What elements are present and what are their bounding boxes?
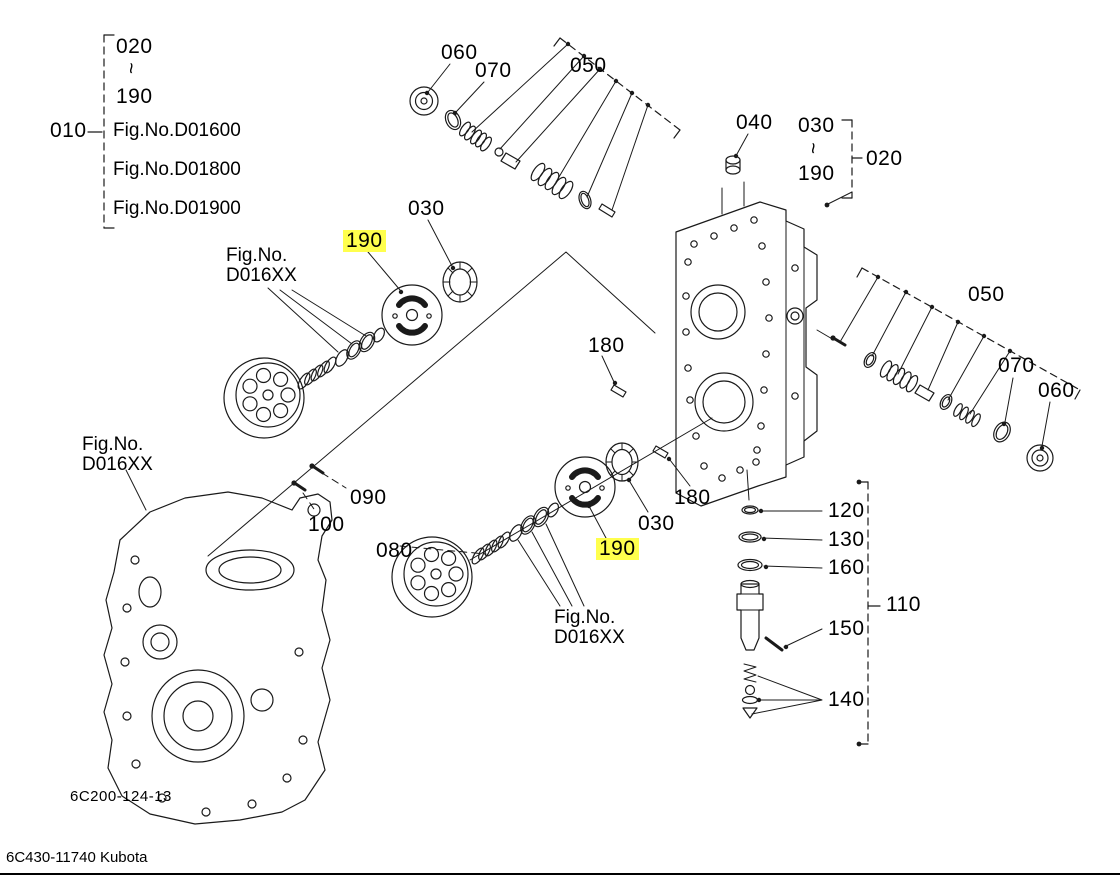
callout-070-top: 070 bbox=[475, 59, 512, 82]
callout-030-bearing-upper: 030 bbox=[408, 197, 445, 220]
callout-080: 080 bbox=[376, 539, 413, 562]
housing-group-bracket bbox=[824, 119, 863, 208]
callout-060-top: 060 bbox=[441, 41, 478, 64]
fig-no-d01900: Fig.No.D01900 bbox=[113, 198, 241, 219]
callout-010: 010 bbox=[50, 119, 87, 142]
callout-190-highlighted-lower: 190 bbox=[596, 537, 639, 561]
callout-030-range: 030 bbox=[798, 114, 835, 137]
callout-190-group: 190 bbox=[116, 85, 153, 108]
callout-180-lower: 180 bbox=[674, 486, 711, 509]
callout-100: 100 bbox=[308, 513, 345, 536]
fig-no-d01600: Fig.No.D01600 bbox=[113, 120, 241, 141]
valve-parts-right bbox=[816, 267, 1081, 472]
relief-valve-stack bbox=[736, 469, 881, 747]
callout-190-range: 190 bbox=[798, 162, 835, 185]
callout-130: 130 bbox=[828, 528, 865, 551]
callout-050-top: 050 bbox=[570, 54, 607, 77]
callout-150: 150 bbox=[828, 617, 865, 640]
callout-090: 090 bbox=[350, 486, 387, 509]
drawing-code: 6C200-124-13 bbox=[70, 788, 172, 805]
callout-110: 110 bbox=[886, 593, 921, 616]
fig-ref-left: Fig.No. bbox=[82, 434, 144, 455]
fig-ref-left: D016XX bbox=[82, 454, 153, 475]
callout-160: 160 bbox=[828, 556, 865, 579]
callout-180-upper: 180 bbox=[588, 334, 625, 357]
valve-parts-top bbox=[409, 37, 681, 218]
range-tilde-icon: ~ bbox=[119, 62, 142, 75]
callout-040: 040 bbox=[736, 111, 773, 134]
pin-180-lower bbox=[652, 445, 691, 487]
fig-ref-lower: Fig.No. bbox=[554, 607, 616, 628]
footer-code: 6C430-11740 Kubota bbox=[6, 849, 148, 866]
pin-180-upper bbox=[601, 355, 627, 398]
small-screws-group bbox=[291, 463, 487, 555]
fig-ref-lower: D016XX bbox=[554, 627, 625, 648]
callout-190-highlighted-upper: 190 bbox=[343, 229, 386, 253]
figure-group-bracket bbox=[87, 34, 115, 229]
range-tilde-icon: ~ bbox=[801, 142, 824, 155]
fig-no-d01800: Fig.No.D01800 bbox=[113, 159, 241, 180]
callout-120: 120 bbox=[828, 499, 865, 522]
fig-ref-upper: Fig.No. bbox=[226, 245, 288, 266]
callout-020-housing: 020 bbox=[866, 147, 903, 170]
callout-060-right: 060 bbox=[1038, 379, 1075, 402]
piston-block-lower bbox=[391, 442, 649, 618]
callout-050-right: 050 bbox=[968, 283, 1005, 306]
bottom-divider bbox=[0, 873, 1120, 875]
transmission-housing bbox=[103, 469, 333, 825]
pump-housing bbox=[675, 201, 818, 507]
callout-140: 140 bbox=[828, 688, 865, 711]
fitting-040 bbox=[721, 133, 749, 215]
piston-block-upper bbox=[223, 219, 478, 439]
callout-030-bearing-lower: 030 bbox=[638, 512, 675, 535]
callout-070-right: 070 bbox=[998, 354, 1035, 377]
fig-ref-upper: D016XX bbox=[226, 265, 297, 286]
callout-020-group: 020 bbox=[116, 35, 153, 58]
